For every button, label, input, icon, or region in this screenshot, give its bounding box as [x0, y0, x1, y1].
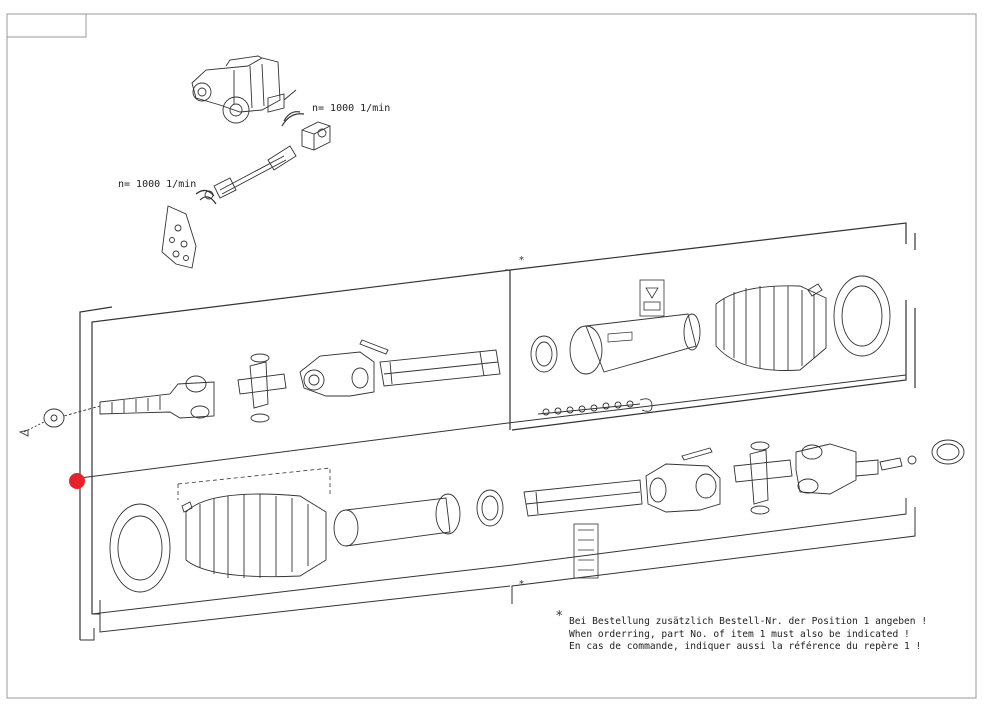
upper-guard-cone	[569, 313, 701, 375]
lower-cross-joint	[733, 441, 793, 515]
lower-bellows	[185, 493, 327, 578]
upper-end-cap	[833, 275, 891, 357]
upper-bellows	[715, 285, 827, 371]
lower-outer-yoke	[795, 443, 879, 495]
lower-pin	[681, 447, 713, 461]
mounting-plate-icon	[161, 205, 197, 269]
upper-tube-yoke	[99, 375, 215, 419]
speed-label-top: n= 1000 1/min	[312, 103, 391, 114]
lower-clamp-ring	[931, 439, 965, 465]
warning-label-icon	[639, 279, 665, 317]
lower-profile-tube	[523, 479, 643, 517]
lower-end-cap	[109, 503, 171, 593]
sheet-border	[6, 13, 977, 699]
pto-shaft-icon	[204, 145, 297, 200]
note-line-fr: En cas de commande, indiquer aussi la ré…	[569, 641, 922, 652]
upper-bearing-ring	[530, 335, 558, 373]
position-marker[interactable]	[69, 473, 85, 489]
star-mark-top: *	[519, 255, 524, 266]
title-box	[7, 14, 87, 38]
lower-bearing-ring	[476, 489, 504, 527]
lower-guard-tube	[333, 493, 461, 547]
speed-label-left: n= 1000 1/min	[118, 179, 197, 190]
star-mark-bottom: *	[519, 579, 524, 590]
upper-inner-yoke	[299, 351, 375, 397]
upper-bracket	[79, 306, 113, 640]
safety-chain	[537, 398, 653, 416]
lower-bolt	[879, 455, 917, 471]
note-line-de: Bei Bestellung zusätzlich Bestell-Nr. de…	[569, 616, 928, 627]
lower-bracket	[79, 374, 907, 479]
upper-pin	[359, 339, 389, 355]
tractor-icon	[191, 55, 285, 124]
order-note: Bei Bestellung zusätzlich Bestell-Nr. de…	[569, 616, 927, 654]
lower-inner-yoke	[645, 463, 721, 513]
upper-profile-tube	[379, 349, 501, 387]
upper-screw	[807, 283, 823, 297]
lower-screw	[181, 501, 193, 513]
gearbox-icon	[301, 121, 331, 151]
upper-washer	[18, 405, 101, 437]
tractor-link	[283, 89, 297, 101]
upper-cross-joint	[237, 353, 287, 423]
note-line-en: When orderring, part No. of item 1 must …	[569, 628, 910, 640]
lower-warning-label	[573, 523, 599, 579]
note-star: *	[556, 609, 563, 624]
